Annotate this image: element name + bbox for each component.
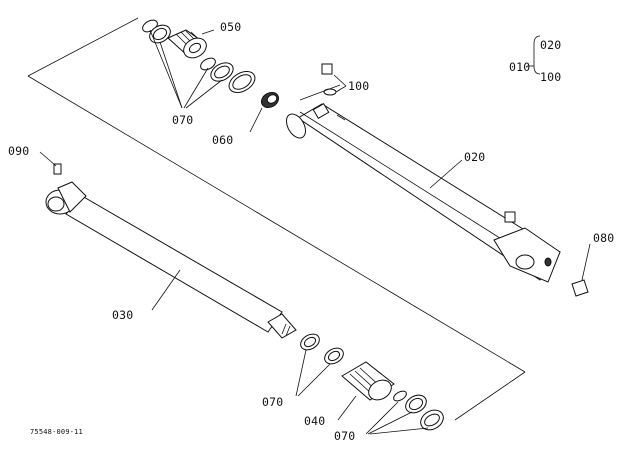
leader-070-top xyxy=(149,29,223,109)
label-080: 080 xyxy=(593,231,615,245)
label-050: 050 xyxy=(220,20,242,34)
grease-fitting-100 xyxy=(321,63,347,96)
document-code: 75548-009-11 xyxy=(30,428,83,436)
label-020: 020 xyxy=(464,150,486,164)
label-070-left: 070 xyxy=(262,395,284,409)
piston-050 xyxy=(142,19,256,93)
rod-seal-kit xyxy=(300,333,444,431)
label-030: 030 xyxy=(112,308,134,322)
legend-bracket xyxy=(527,35,541,75)
label-070-bottom: 070 xyxy=(334,429,356,443)
label-040: 040 xyxy=(304,414,326,428)
label-070-top: 070 xyxy=(172,113,194,127)
legend-parent: 010 xyxy=(509,60,531,74)
cylinder-tube-020 xyxy=(286,102,561,283)
legend-child-b: 100 xyxy=(540,70,562,84)
leaders-bottom xyxy=(295,349,429,435)
label-100: 100 xyxy=(348,79,370,93)
piston-rod-030 xyxy=(45,163,297,339)
nut-060 xyxy=(249,91,280,133)
legend-child-a: 020 xyxy=(540,38,562,52)
assembly-outline xyxy=(27,17,526,421)
label-060: 060 xyxy=(212,133,234,147)
label-090: 090 xyxy=(8,144,30,158)
bolt-080 xyxy=(571,243,591,297)
